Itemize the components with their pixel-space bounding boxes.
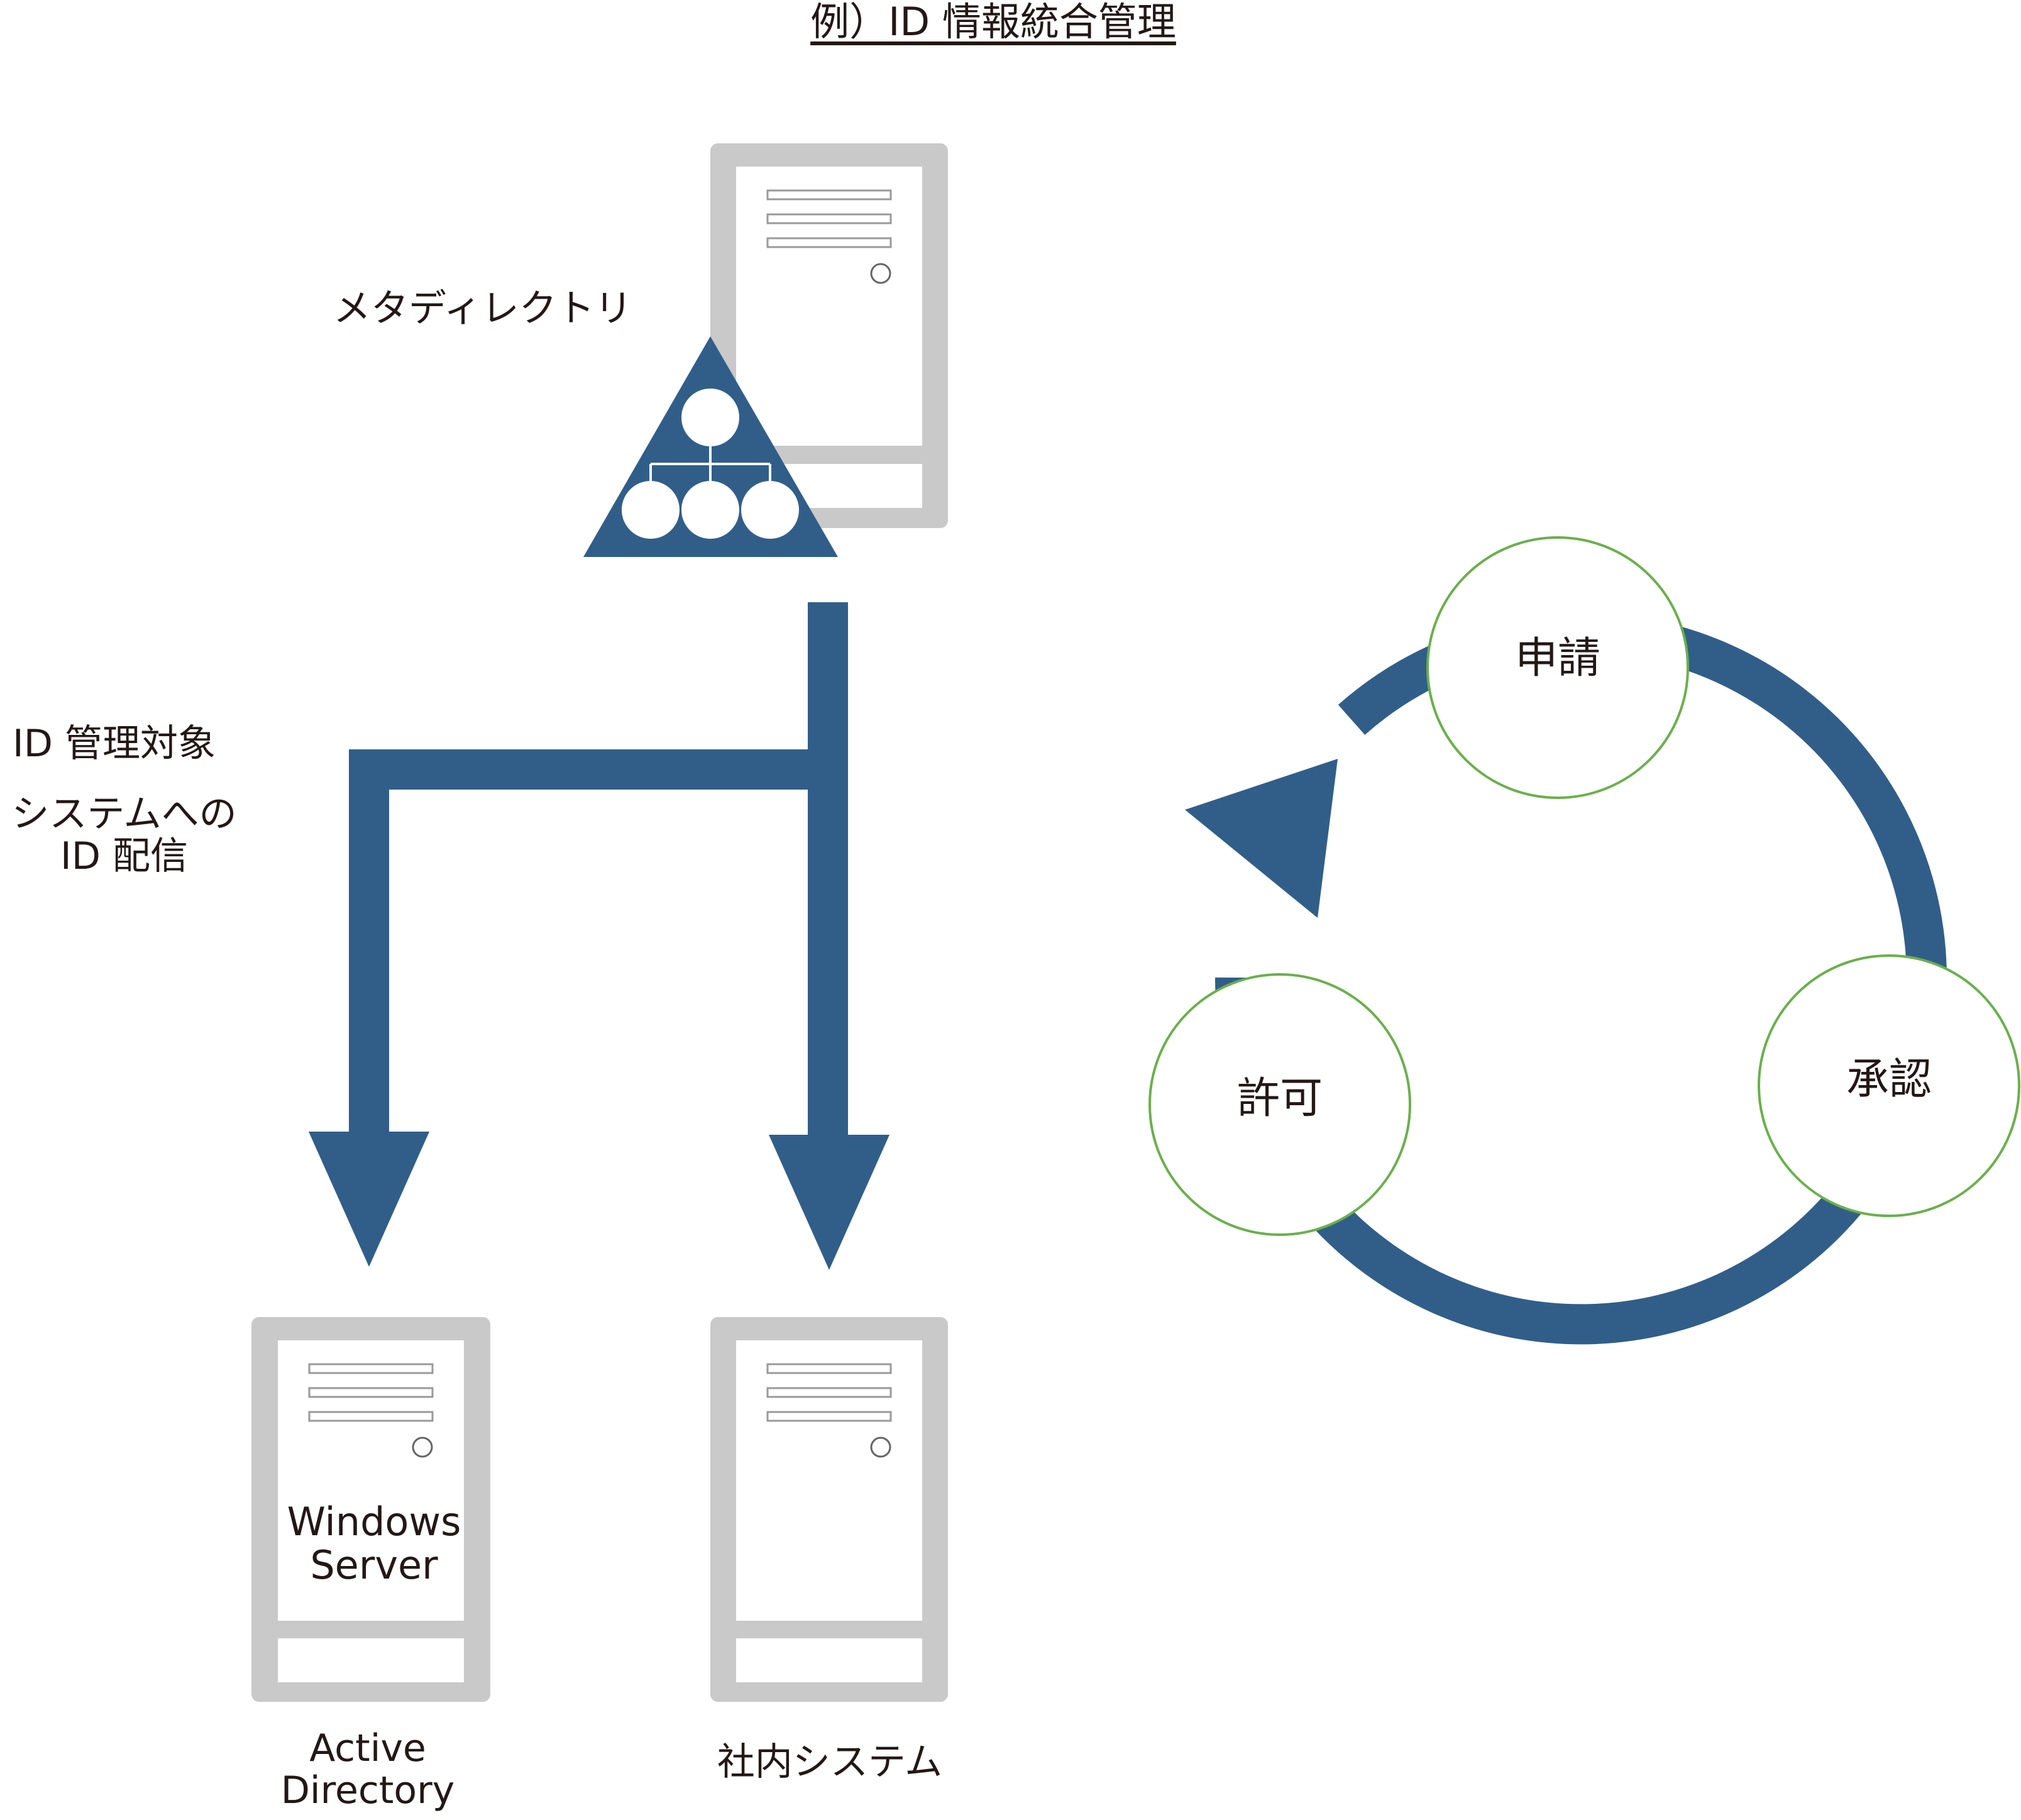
distribution-label-line1: システムへの xyxy=(11,792,237,836)
active-directory-label-line2: Directory xyxy=(280,1768,455,1813)
cycle-arrowhead-icon xyxy=(1185,759,1338,918)
step-circle-application xyxy=(1426,536,1689,799)
step-label-approval: 承認 xyxy=(1846,1055,1932,1105)
distribution-label-line2: ID 配信 xyxy=(60,834,188,879)
windows-server-label-line2: Server xyxy=(310,1542,438,1589)
distribution-arrows xyxy=(309,602,889,1270)
diagram-title: 例）ID 情報統合管理 xyxy=(810,0,1176,45)
active-directory-label: Active Directory xyxy=(239,1726,497,1813)
internal-system-server xyxy=(710,1317,948,1702)
windows-server-label-line1: Windows xyxy=(287,1499,461,1545)
step-label-permission: 許可 xyxy=(1236,1074,1323,1123)
step-circle-permission xyxy=(1148,973,1411,1236)
distribution-label: システムへの ID 配信 xyxy=(0,793,248,878)
windows-server-label: Windows Server xyxy=(251,1500,497,1587)
metadirectory-label: メタディレクトリ xyxy=(333,287,632,331)
step-label-application: 申請 xyxy=(1514,634,1600,683)
internal-system-label: 社内システム xyxy=(717,1740,943,1784)
id-target-label: ID 管理対象 xyxy=(13,722,216,766)
windows-server xyxy=(251,1317,490,1702)
active-directory-label-line1: Active xyxy=(309,1726,426,1770)
step-circle-approval xyxy=(1758,954,2020,1217)
hierarchy-triangle-icon xyxy=(583,336,838,557)
